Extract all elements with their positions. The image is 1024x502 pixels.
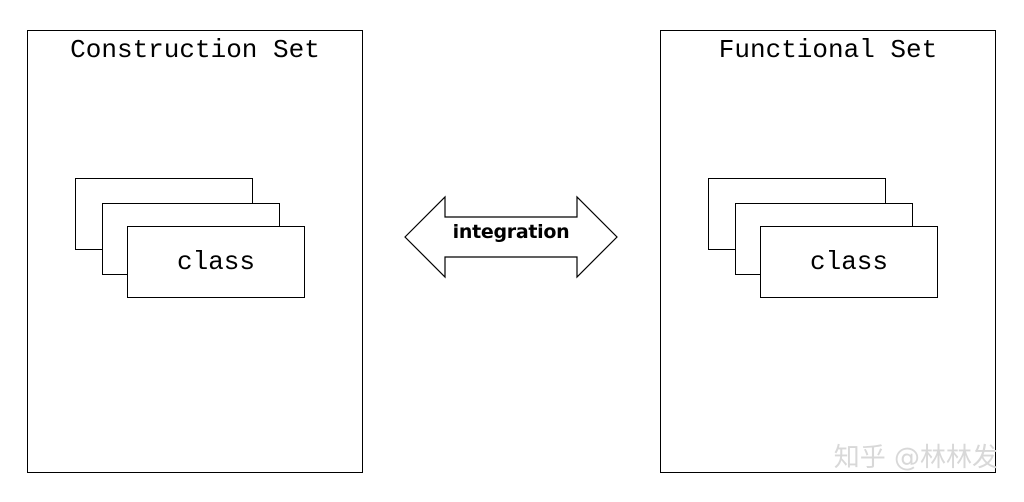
construction-set-box: Construction Set class (27, 30, 363, 473)
class-card-front: class (127, 226, 305, 298)
class-card-label: class (176, 247, 255, 277)
class-card-front: class (760, 226, 938, 298)
integration-double-arrow (404, 195, 618, 279)
class-card-label: class (809, 247, 888, 277)
functional-set-box: Functional Set class (660, 30, 996, 473)
functional-set-title: Functional Set (718, 35, 938, 65)
integration-label: integration (452, 221, 570, 243)
construction-set-title: Construction Set (70, 35, 320, 65)
double-arrow-shape (404, 195, 618, 279)
watermark-text: 知乎 @林林发 (833, 443, 998, 473)
